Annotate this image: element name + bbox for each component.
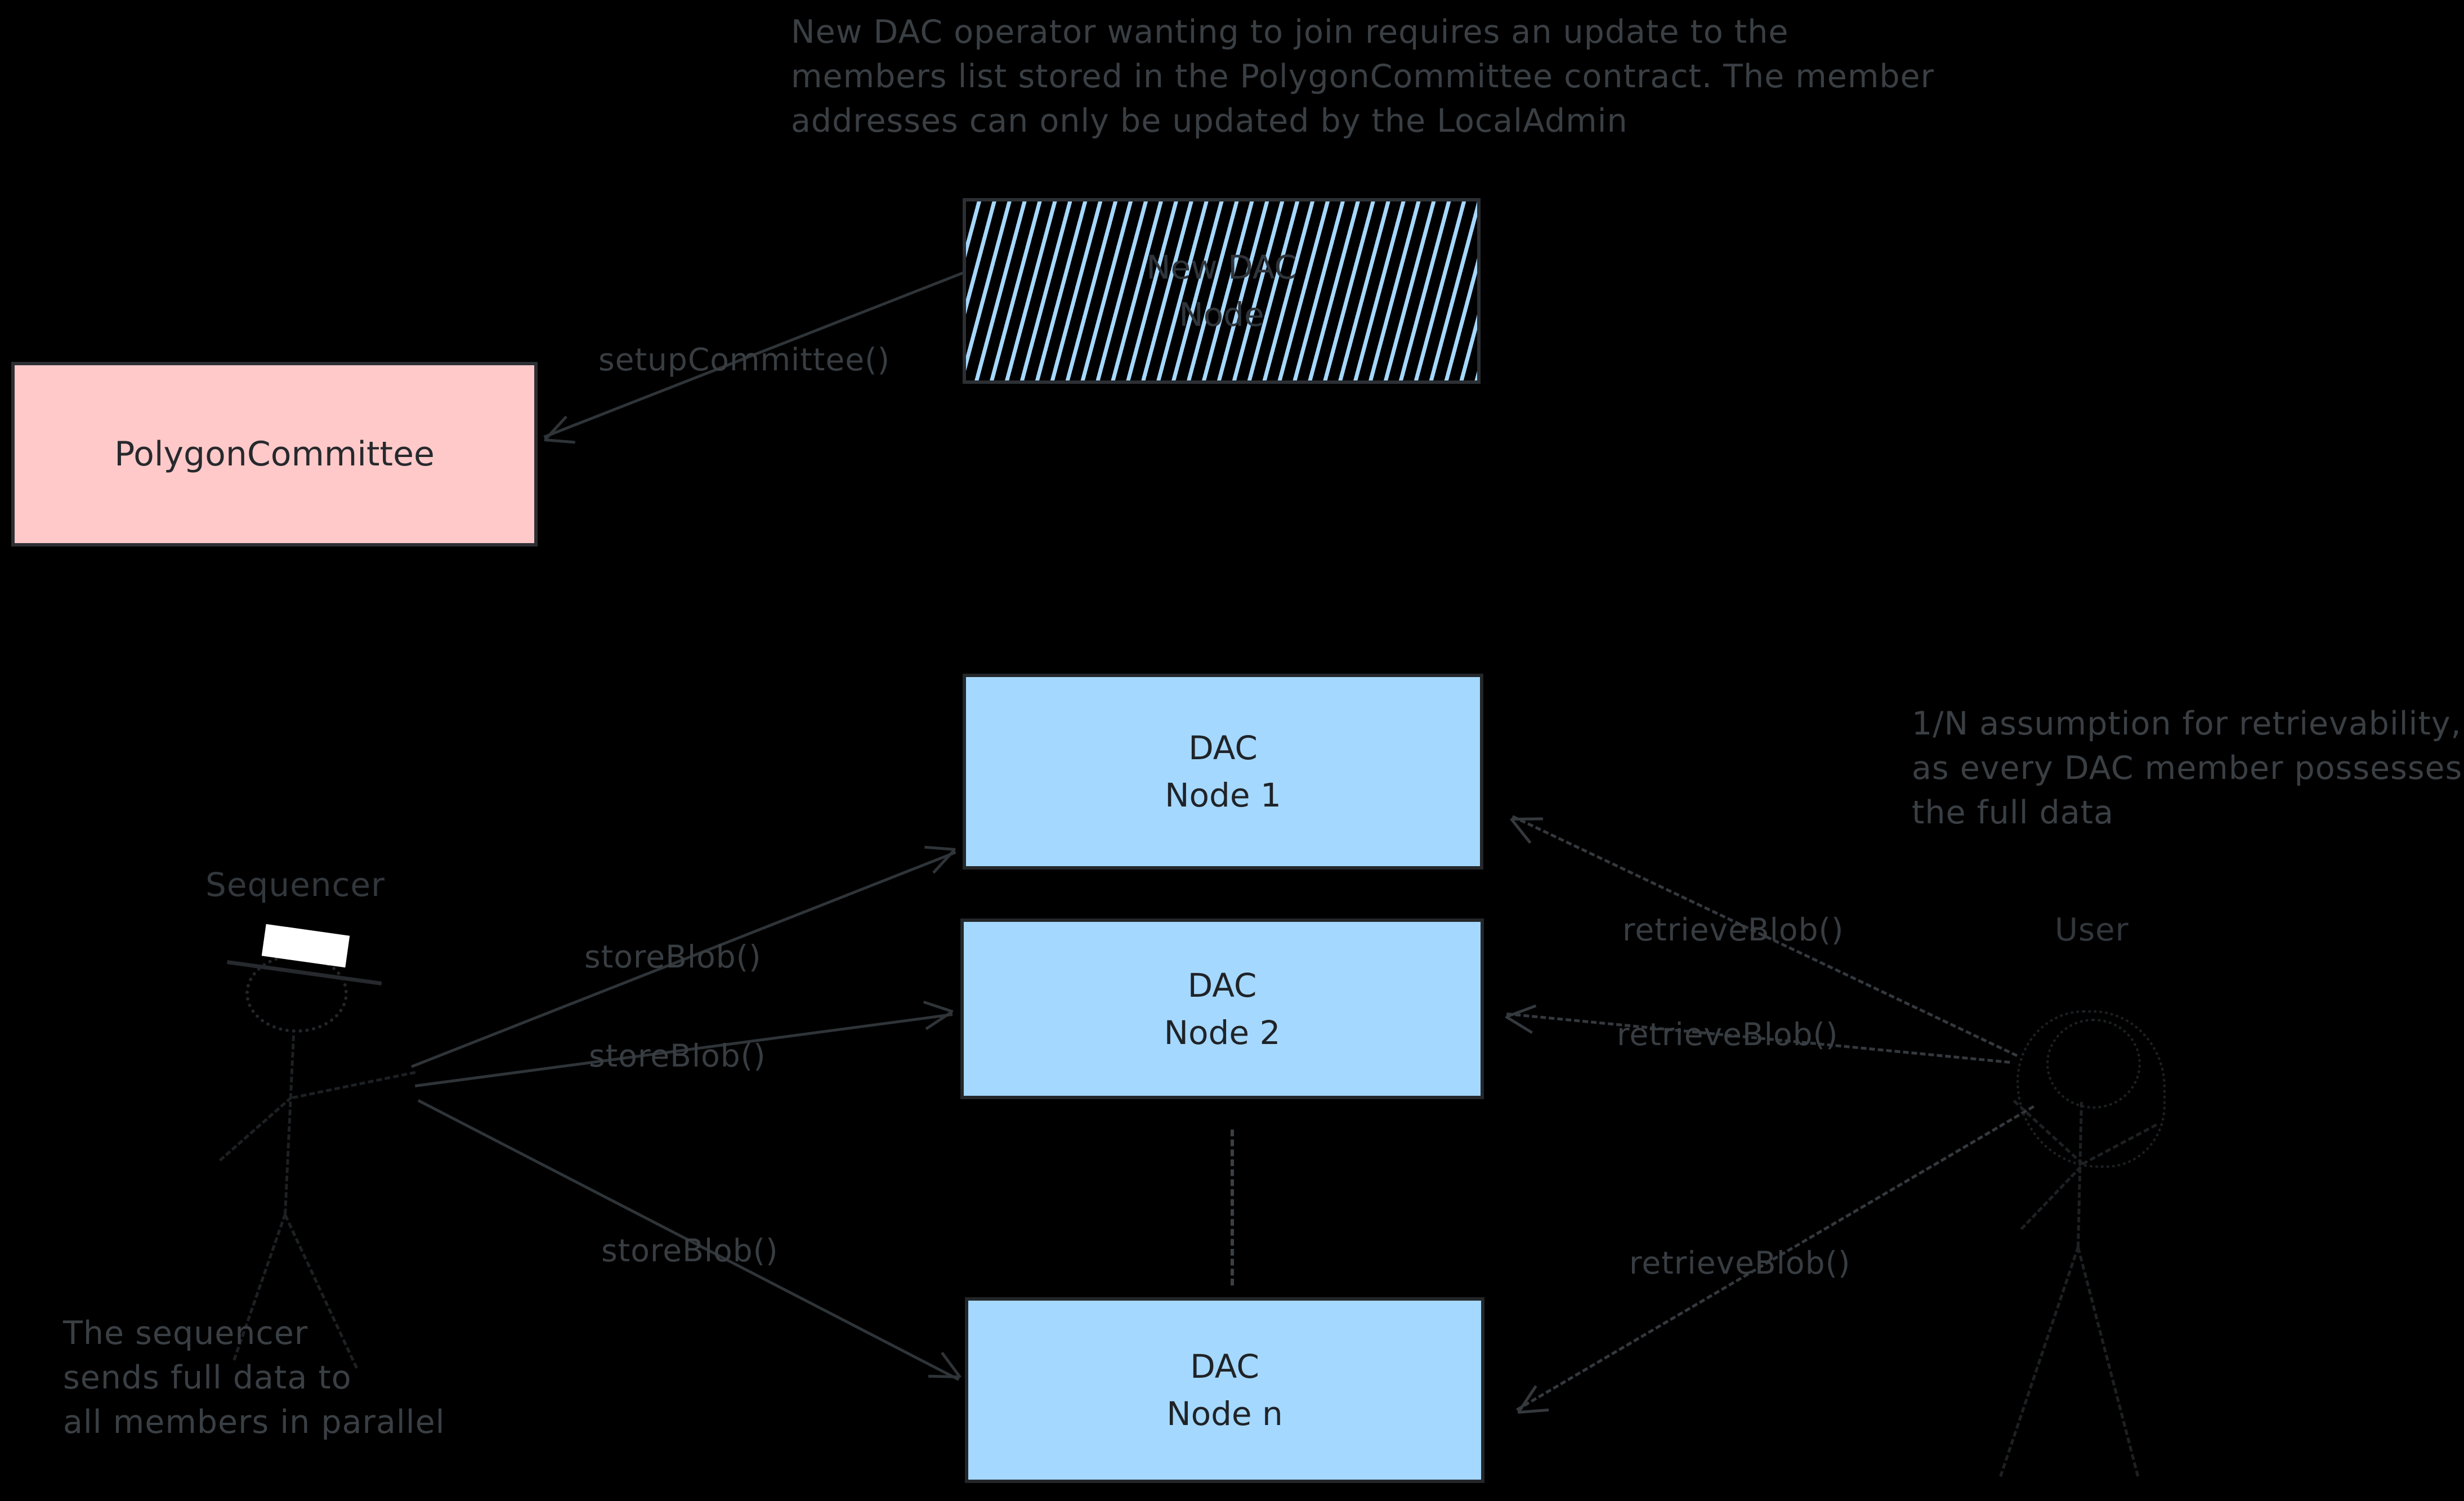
dac-node-n-box: DAC Node n <box>965 1297 1484 1483</box>
retrieve-blob-1-label: retrieveBlob() <box>1622 912 1844 948</box>
retrieve-blob-2-label: retrieveBlob() <box>1617 1016 1839 1052</box>
store-blob-3-label: storeBlob() <box>601 1233 779 1269</box>
note-retrievability: 1/N assumption for retrievability, as ev… <box>1912 705 2463 831</box>
sequencer-torso <box>284 1035 295 1215</box>
polygon-committee-box: PolygonCommittee <box>11 362 538 546</box>
user-label: User <box>2055 912 2129 948</box>
new-dac-node-box: New DAC Node <box>963 198 1481 384</box>
user-leg-right <box>2077 1247 2139 1477</box>
dac-node-n-label: DAC Node n <box>1166 1347 1283 1433</box>
store-blob-2-arrow-head <box>925 1010 952 1030</box>
store-blob-1-arrow-head <box>924 845 956 851</box>
sequencer-arm-right <box>292 1071 416 1099</box>
polygon-committee-label: PolygonCommittee <box>114 434 435 474</box>
user-leg-left <box>1999 1246 2080 1477</box>
dac-node-1-label: DAC Node 1 <box>1165 729 1281 814</box>
note-sequencer-parallel: The sequencer sends full data to all mem… <box>63 1315 445 1441</box>
retrieve-blob-2-arrow-head <box>1505 1015 1533 1034</box>
store-blob-3-arrow-head <box>928 1374 960 1378</box>
sequencer-label: Sequencer <box>205 866 385 904</box>
note-new-dac-operator: New DAC operator wanting to join require… <box>791 14 1935 140</box>
user-hair-icon <box>2016 1010 2166 1168</box>
user-head-icon <box>2046 1019 2141 1109</box>
store-blob-2-arrow-head <box>923 1000 954 1013</box>
store-blob-1-label: storeBlob() <box>584 939 762 975</box>
dac-node-1-box: DAC Node 1 <box>963 674 1483 870</box>
setup-committee-label: setupCommittee() <box>598 342 891 378</box>
user-arm-left-down <box>2020 1166 2082 1230</box>
dac-node-2-label: DAC Node 2 <box>1164 966 1281 1052</box>
retrieve-blob-1-arrow-head <box>1512 817 1544 821</box>
sequencer-arm-left <box>218 1096 292 1162</box>
setup-committee-arrow-head <box>544 438 575 444</box>
node-ellipsis-connector <box>1231 1130 1234 1285</box>
retrieve-blob-3-label: retrieveBlob() <box>1629 1245 1851 1281</box>
retrieve-blob-3-arrow-head <box>1518 1408 1549 1414</box>
new-dac-node-label: New DAC Node <box>1146 248 1297 334</box>
dac-node-2-box: DAC Node 2 <box>960 918 1484 1099</box>
store-blob-2-label: storeBlob() <box>589 1038 766 1074</box>
